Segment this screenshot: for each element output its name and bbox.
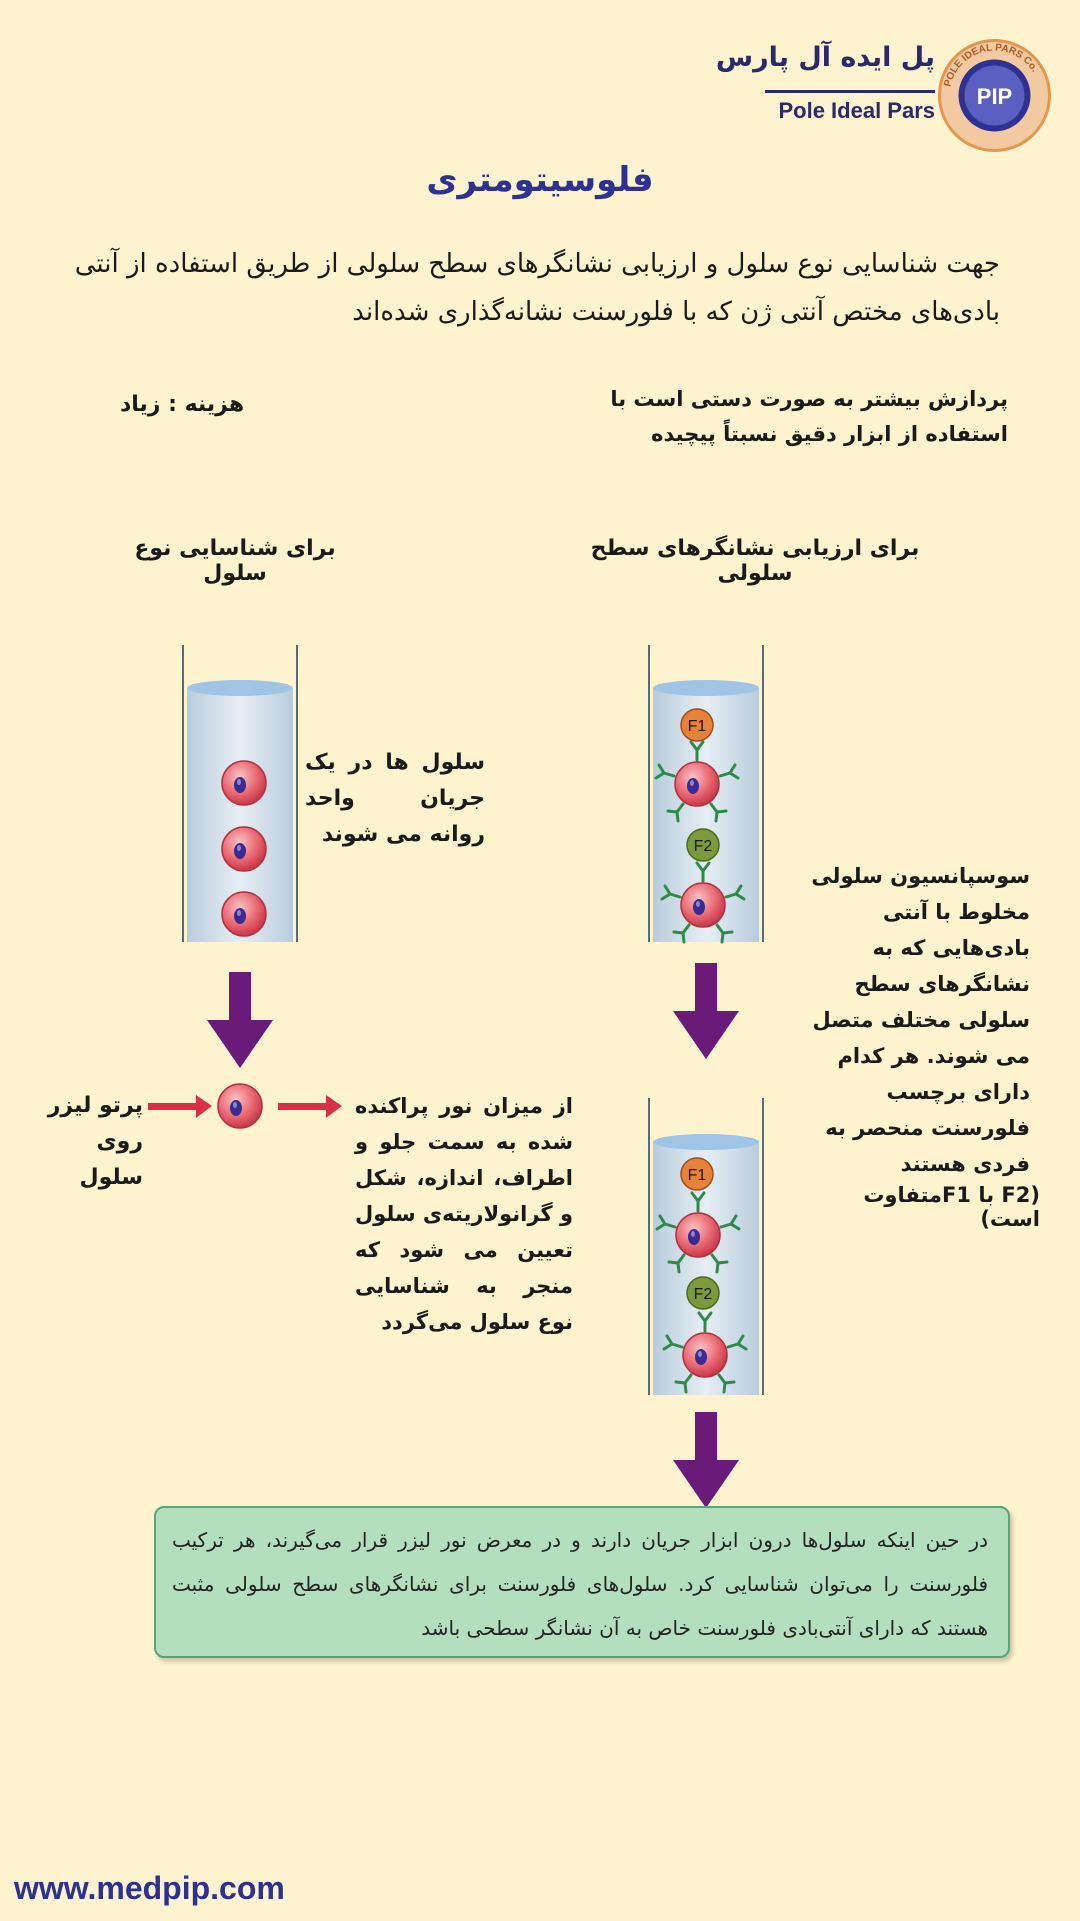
result-box: در حین اینکه سلول‌ها درون ابزار جریان دا… xyxy=(154,1506,1010,1658)
intro-text: جهت شناسایی نوع سلول و ارزیابی نشانگرهای… xyxy=(74,249,1000,327)
logo-badge-icon: PIP POLE IDEAL PARS Co. xyxy=(938,39,1051,152)
f2-label: F2 xyxy=(694,838,713,855)
f1-label: F1 xyxy=(688,1167,707,1184)
f2-labeled-cell: F2 xyxy=(662,1276,748,1394)
stream-description: سلول ها در یک جریان واحد روانه می شوند xyxy=(305,750,485,847)
f2-note: (F2 با F1متفاوت است) xyxy=(863,1183,1040,1231)
arrow-down-right-1 xyxy=(673,963,739,1059)
scatter-description: از میزان نور پراکنده شده به سمت جلو و اط… xyxy=(355,1094,573,1334)
processing-note: پردازش بیشتر به صورت دستی است با استفاده… xyxy=(610,387,1008,446)
laser-label: پرتو لیزر روی سلول xyxy=(47,1093,143,1190)
result-text: در حین اینکه سلول‌ها درون ابزار جریان دا… xyxy=(172,1528,988,1640)
left-column-heading: برای شناسایی نوع سلول xyxy=(134,536,336,586)
f2-labeled-cell: F2 xyxy=(660,828,746,944)
suspension-description: سوسپانسیون سلولی مخلوط با آنتی بادی‌هایی… xyxy=(811,864,1030,1176)
right-column-heading: برای ارزیابی نشانگرهای سطح سلولی xyxy=(590,536,920,586)
website-url[interactable]: www.medpip.com xyxy=(14,1870,285,1906)
f1-label: F1 xyxy=(688,718,707,735)
cost-label: هزینه : زیاد xyxy=(120,392,245,417)
logo-badge-letters: PIP xyxy=(977,84,1012,109)
laser-arrow-in xyxy=(148,1095,212,1118)
laser-cell xyxy=(217,1083,263,1129)
arrow-down-left xyxy=(207,972,273,1068)
arrow-down-right-2 xyxy=(673,1412,739,1508)
page-title: فلوسیتومتری xyxy=(426,160,654,200)
f1-labeled-cell: F1 xyxy=(655,1157,741,1274)
laser-arrow-out xyxy=(278,1095,342,1118)
logo-name-english: Pole Ideal Pars xyxy=(778,98,935,123)
logo-name-persian: پل ایده آل پارس xyxy=(715,42,935,73)
f2-label: F2 xyxy=(694,1286,713,1303)
stream-cell xyxy=(221,760,267,806)
stream-cell xyxy=(221,826,267,872)
f1-labeled-cell: F1 xyxy=(654,708,740,823)
logo-divider xyxy=(765,90,935,93)
stream-cell xyxy=(221,891,267,937)
